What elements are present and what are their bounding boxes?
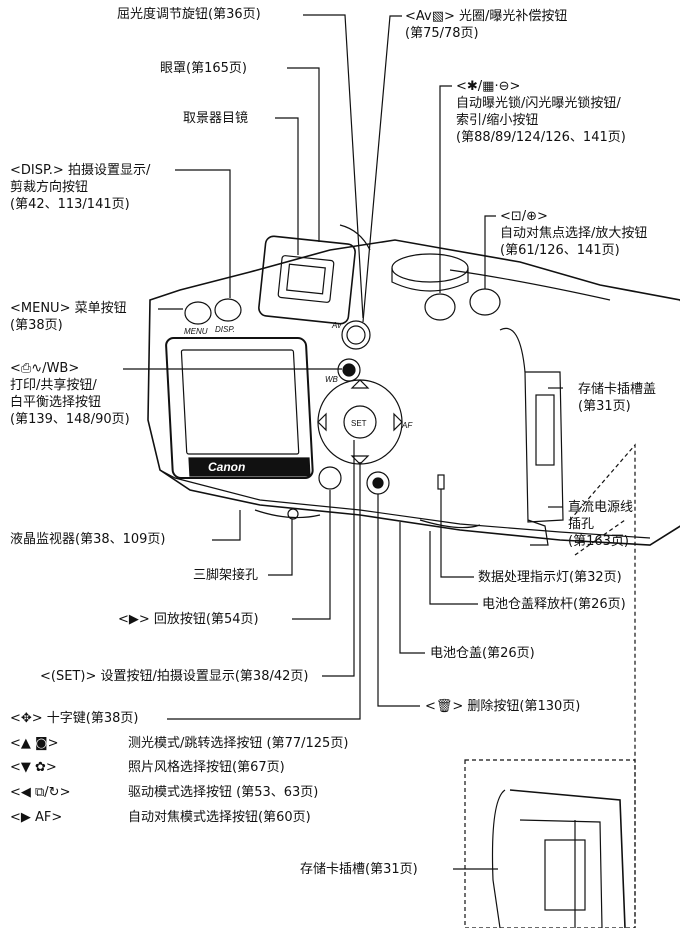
cross-key-row-4-key: <▶ AF> xyxy=(10,810,63,825)
camera-brand-text: Canon xyxy=(208,460,245,474)
set-label: <(SET)> 设置按钮/拍摄设置显示(第38/42页) xyxy=(40,669,309,684)
disp-label: <DISP.> 拍摄设置显示/ 剪裁方向按钮 (第42、113/141页) xyxy=(10,162,150,213)
ael-label-line2: 索引/缩小按钮 xyxy=(456,113,539,128)
lcd-monitor xyxy=(165,337,314,479)
dc-label-line1: 直流电源线 xyxy=(568,500,634,515)
menu-label-line1: <MENU> 菜单按钮 xyxy=(10,301,127,316)
cross-key-row-1-key: <▲ ◙> xyxy=(10,736,59,751)
menu-label: <MENU> 菜单按钮 (第38页) xyxy=(10,300,127,334)
disp-label-line3: (第42、113/141页) xyxy=(10,197,130,212)
erase-label: <🗑> 删除按钮(第130页) xyxy=(425,699,581,714)
cross-key-row-3-desc: 驱动模式选择按钮 (第53、63页) xyxy=(128,785,319,800)
eyepiece-window xyxy=(277,255,335,303)
cross-key-row-3: <◀ ⧉/↻> 驱动模式选择按钮 (第53、63页) xyxy=(10,784,318,801)
menu-button-shape xyxy=(184,301,212,325)
diopter-label: 屈光度调节旋钮(第36页) xyxy=(117,7,261,22)
ael-label-key: <✱/▦·⊖> xyxy=(456,79,521,94)
af-label: <⊡/⊕> 自动对焦点选择/放大按钮 (第61/126、141页) xyxy=(500,208,647,259)
camera-body xyxy=(147,239,680,546)
ael-button-shape xyxy=(424,293,456,321)
eyecup-label: 眼罩(第165页) xyxy=(160,61,247,76)
card-slot-label: 存储卡插槽(第31页) xyxy=(300,862,418,877)
camera-av-text: Av xyxy=(331,321,342,330)
camera-af-text: AF xyxy=(401,421,413,430)
print-label-line3: (第139、148/90页) xyxy=(10,412,130,427)
av-button-shape xyxy=(341,320,371,350)
camera-set-text: SET xyxy=(351,419,367,428)
av-label-line2: (第75/78页) xyxy=(405,26,479,41)
mode-dial xyxy=(391,253,469,283)
cross-key-row-4-desc: 自动对焦模式选择按钮(第60页) xyxy=(128,810,311,825)
set-button-shape xyxy=(343,405,377,439)
camera-wb-text: WB xyxy=(325,375,339,384)
print-label: <⎙∿/WB> 打印/共享按钮/ 白平衡选择按钮 (第139、148/90页) xyxy=(10,360,130,428)
card-slot-inset xyxy=(464,759,636,928)
af-label-line2: (第61/126、141页) xyxy=(500,243,620,258)
dc-label-line2: 插孔 xyxy=(568,517,595,532)
cross-key-row-1-desc: 测光模式/跳转选择按钮 (第77/125页) xyxy=(128,736,349,751)
print-label-key: <⎙∿/WB> xyxy=(10,361,80,376)
card-cover-label: 存储卡插槽盖 (第31页) xyxy=(578,381,656,415)
tripod-label: 三脚架接孔 xyxy=(193,568,259,583)
card-slot-cover xyxy=(524,371,564,523)
av-label: <Av▧> 光圈/曝光补偿按钮 (第75/78页) xyxy=(405,8,567,42)
av-label-line1: <Av▧> 光圈/曝光补偿按钮 xyxy=(405,9,568,24)
print-label-line2: 白平衡选择按钮 xyxy=(10,395,102,410)
menu-label-line2: (第38页) xyxy=(10,318,63,333)
lcd-label: 液晶监视器(第38、109页) xyxy=(10,532,166,547)
disp-button-shape xyxy=(214,298,242,322)
af-label-key: <⊡/⊕> xyxy=(500,209,548,224)
cross-key-row-0-key: <✥> 十字键(第38页) xyxy=(10,711,139,726)
card-cover-label-line2: (第31页) xyxy=(578,399,631,414)
ael-label-line1: 自动曝光锁/闪光曝光锁按钮/ xyxy=(456,96,621,111)
dc-label: 直流电源线 插孔 (第163页) xyxy=(568,499,633,550)
disp-label-line2: 剪裁方向按钮 xyxy=(10,180,89,195)
playback-button-shape xyxy=(318,466,342,490)
ael-label: <✱/▦·⊖> 自动曝光锁/闪光曝光锁按钮/ 索引/缩小按钮 (第88/89/1… xyxy=(456,78,626,146)
disp-label-line1: <DISP.> 拍摄设置显示/ xyxy=(10,163,151,178)
cross-key-row-0: <✥> 十字键(第38页) xyxy=(10,710,139,727)
battery-lever-label: 电池仓盖释放杆(第26页) xyxy=(482,597,626,612)
af-label-line1: 自动对焦点选择/放大按钮 xyxy=(500,226,648,241)
camera-disp-text: DISP. xyxy=(215,325,235,334)
eyecup xyxy=(258,235,356,325)
card-cover-label-line1: 存储卡插槽盖 xyxy=(578,382,657,397)
cross-key-row-4: <▶ AF> 自动对焦模式选择按钮(第60页) xyxy=(10,809,311,826)
cross-key-row-2-desc: 照片风格选择按钮(第67页) xyxy=(128,760,285,775)
playback-label: <▶> 回放按钮(第54页) xyxy=(118,612,259,627)
cross-key-row-2: <▼ ✿> 照片风格选择按钮(第67页) xyxy=(10,759,285,776)
access-lamp-label: 数据处理指示灯(第32页) xyxy=(478,570,622,585)
dc-label-line3: (第163页) xyxy=(568,534,629,549)
cross-key-row-1: <▲ ◙> 测光模式/跳转选择按钮 (第77/125页) xyxy=(10,735,348,752)
eyepiece-label: 取景器目镜 xyxy=(183,111,249,126)
ael-label-line3: (第88/89/124/126、141页) xyxy=(456,130,626,145)
print-label-line1: 打印/共享按钮/ xyxy=(10,378,97,393)
cross-key-row-2-key: <▼ ✿> xyxy=(10,760,57,775)
battery-cover-label: 电池仓盖(第26页) xyxy=(430,646,535,661)
camera-menu-text: MENU xyxy=(184,327,208,336)
cross-key-row-3-key: <◀ ⧉/↻> xyxy=(10,785,71,800)
af-point-button-shape xyxy=(469,288,501,316)
